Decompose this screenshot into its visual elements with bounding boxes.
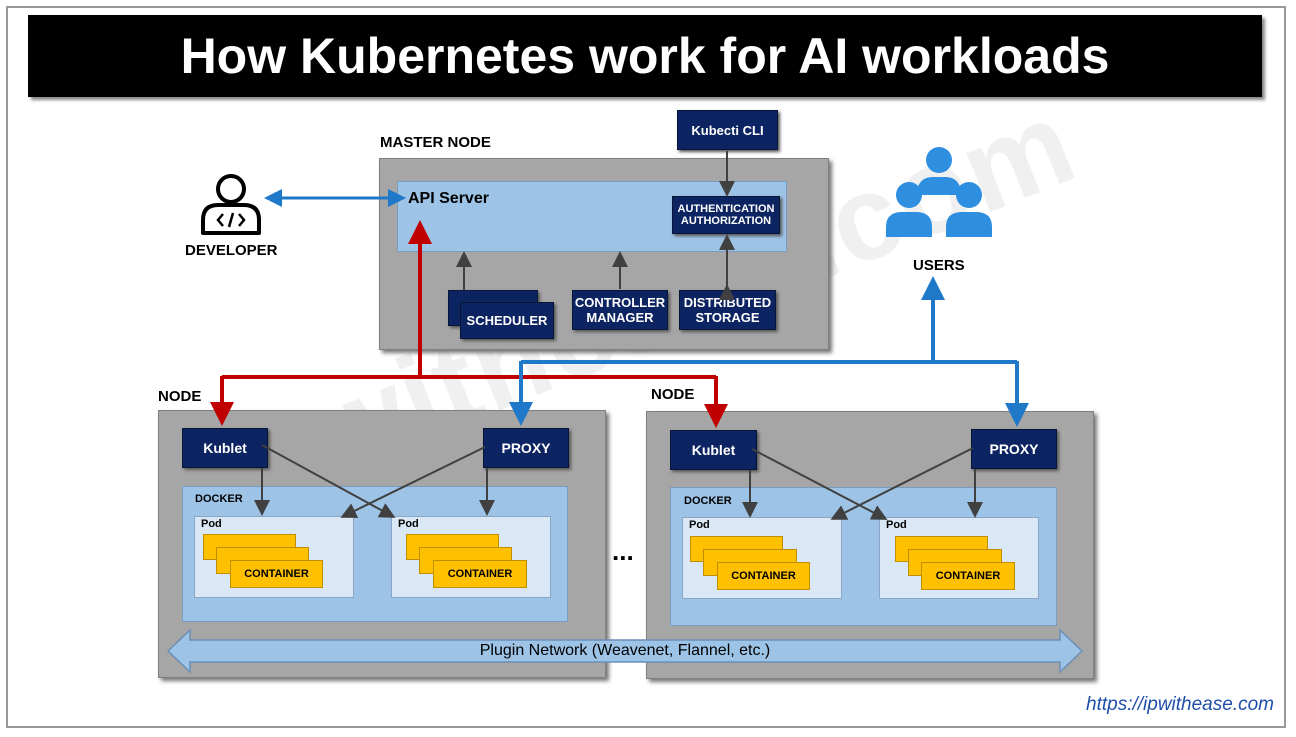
kublet-right-label: Kublet <box>691 442 736 458</box>
pod-label: Pod <box>398 518 419 530</box>
developer-label: DEVELOPER <box>185 242 278 259</box>
container-box: CONTAINER <box>921 562 1015 590</box>
proxy-right-label: PROXY <box>989 441 1039 457</box>
users-icon <box>883 145 995 239</box>
container-label: CONTAINER <box>935 570 1001 582</box>
kublet-pod-connector <box>751 448 888 520</box>
controller-line-1: CONTROLLER <box>574 295 666 310</box>
scheduler-box: SCHEDULER <box>460 302 554 339</box>
proxy-pod-connector <box>830 447 974 520</box>
auth-box: AUTHENTICATION AUTHORIZATION <box>672 196 780 234</box>
users-label: USERS <box>913 257 965 274</box>
container-box: CONTAINER <box>230 560 323 588</box>
proxy-left-label: PROXY <box>501 440 551 456</box>
docker-left-label: DOCKER <box>195 493 243 505</box>
kublet-left-label: Kublet <box>203 440 247 456</box>
controller-manager-box: CONTROLLER MANAGER <box>572 290 668 330</box>
container-label: CONTAINER <box>731 570 796 582</box>
proxy-right-box: PROXY <box>971 429 1057 469</box>
pod-label: Pod <box>689 519 710 531</box>
pod-label: Pod <box>886 519 907 531</box>
node-right-label: NODE <box>651 386 695 403</box>
controller-line-2: MANAGER <box>586 310 654 325</box>
storage-line-1: DISTRIBUTED <box>683 295 772 310</box>
proxy-left-box: PROXY <box>483 428 569 468</box>
auth-line-2: AUTHORIZATION <box>680 215 772 227</box>
master-node-label: MASTER NODE <box>380 134 491 151</box>
kubecti-cli-box: Kubecti CLI <box>677 110 778 150</box>
kublet-right-box: Kublet <box>670 430 757 470</box>
pod-label: Pod <box>201 518 222 530</box>
distributed-storage-box: DISTRIBUTED STORAGE <box>679 290 776 330</box>
node-left-label: NODE <box>158 388 202 405</box>
kublet-pod-connector <box>261 444 396 518</box>
proxy-pod-connector <box>340 446 486 518</box>
docker-right-label: DOCKER <box>684 495 732 507</box>
kublet-left-box: Kublet <box>182 428 268 468</box>
container-box: CONTAINER <box>717 562 810 590</box>
container-box: CONTAINER <box>433 560 527 588</box>
container-label: CONTAINER <box>447 568 513 580</box>
kubecti-cli-label: Kubecti CLI <box>691 122 764 138</box>
ellipsis: ... <box>612 536 634 566</box>
developer-icon <box>196 170 266 236</box>
plugin-network-label: Plugin Network (Weavenet, Flannel, etc.) <box>479 642 771 659</box>
source-url[interactable]: https://ipwithease.com <box>1086 694 1274 715</box>
storage-line-2: STORAGE <box>695 310 760 325</box>
container-label: CONTAINER <box>244 568 309 580</box>
scheduler-label: SCHEDULER <box>466 313 548 328</box>
page-title: How Kubernetes work for AI workloads <box>28 15 1262 97</box>
auth-line-1: AUTHENTICATION <box>677 203 775 215</box>
api-server-label: API Server <box>408 190 489 207</box>
plugin-network-arrow <box>166 628 1084 674</box>
